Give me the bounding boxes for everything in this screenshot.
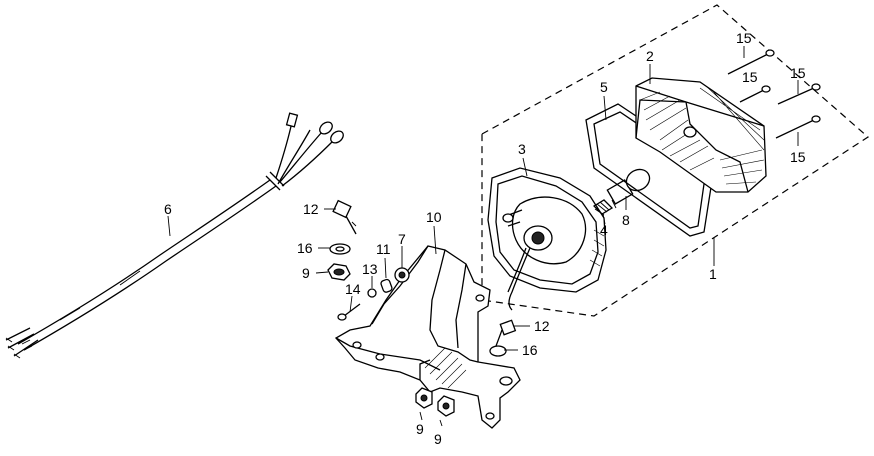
washer-13 bbox=[367, 288, 377, 298]
callout-14: 14 bbox=[345, 281, 361, 297]
lens-gasket bbox=[585, 103, 715, 237]
callout-12-upper: 12 bbox=[303, 201, 319, 217]
screw-14 bbox=[337, 303, 361, 321]
callout-11: 11 bbox=[376, 241, 391, 257]
callout-16-upper: 16 bbox=[297, 240, 313, 256]
callout-9-lower-right: 9 bbox=[434, 431, 442, 447]
bulb-socket bbox=[592, 199, 614, 216]
assembly-boundary bbox=[481, 4, 869, 317]
bulb bbox=[606, 168, 651, 209]
nut-lower-left bbox=[415, 387, 433, 409]
callout-5: 5 bbox=[600, 79, 608, 95]
callout-3: 3 bbox=[518, 141, 526, 157]
callout-1: 1 bbox=[709, 266, 717, 282]
bolt-lower bbox=[495, 319, 517, 347]
callout-15-c: 15 bbox=[790, 65, 806, 81]
callout-15-d: 15 bbox=[790, 149, 806, 165]
callout-9-lower-left: 9 bbox=[416, 421, 424, 437]
washer-lower bbox=[489, 345, 507, 357]
tail-light-lens bbox=[635, 77, 767, 193]
collar-11 bbox=[380, 278, 393, 293]
callout-15-b: 15 bbox=[742, 69, 758, 85]
nut-lower-right bbox=[437, 395, 455, 417]
callout-15-a: 15 bbox=[736, 30, 752, 46]
callout-2: 2 bbox=[646, 48, 654, 64]
callout-12-lower: 12 bbox=[534, 318, 550, 334]
grommet-7 bbox=[394, 267, 410, 283]
callout-7: 7 bbox=[398, 231, 406, 247]
callout-4: 4 bbox=[600, 222, 608, 238]
callout-13: 13 bbox=[362, 261, 378, 277]
callout-8: 8 bbox=[622, 212, 630, 228]
lens-screws bbox=[727, 49, 821, 139]
wire-harness bbox=[5, 112, 344, 359]
callout-6: 6 bbox=[164, 201, 172, 217]
lamp-base bbox=[487, 167, 607, 311]
callout-16-lower: 16 bbox=[522, 342, 538, 358]
bolt-upper bbox=[332, 199, 357, 235]
callout-10: 10 bbox=[426, 209, 442, 225]
nut-upper bbox=[327, 263, 351, 281]
leader-lines bbox=[167, 46, 799, 427]
tail-light-bracket bbox=[334, 245, 521, 429]
callout-9-upper: 9 bbox=[302, 265, 310, 281]
